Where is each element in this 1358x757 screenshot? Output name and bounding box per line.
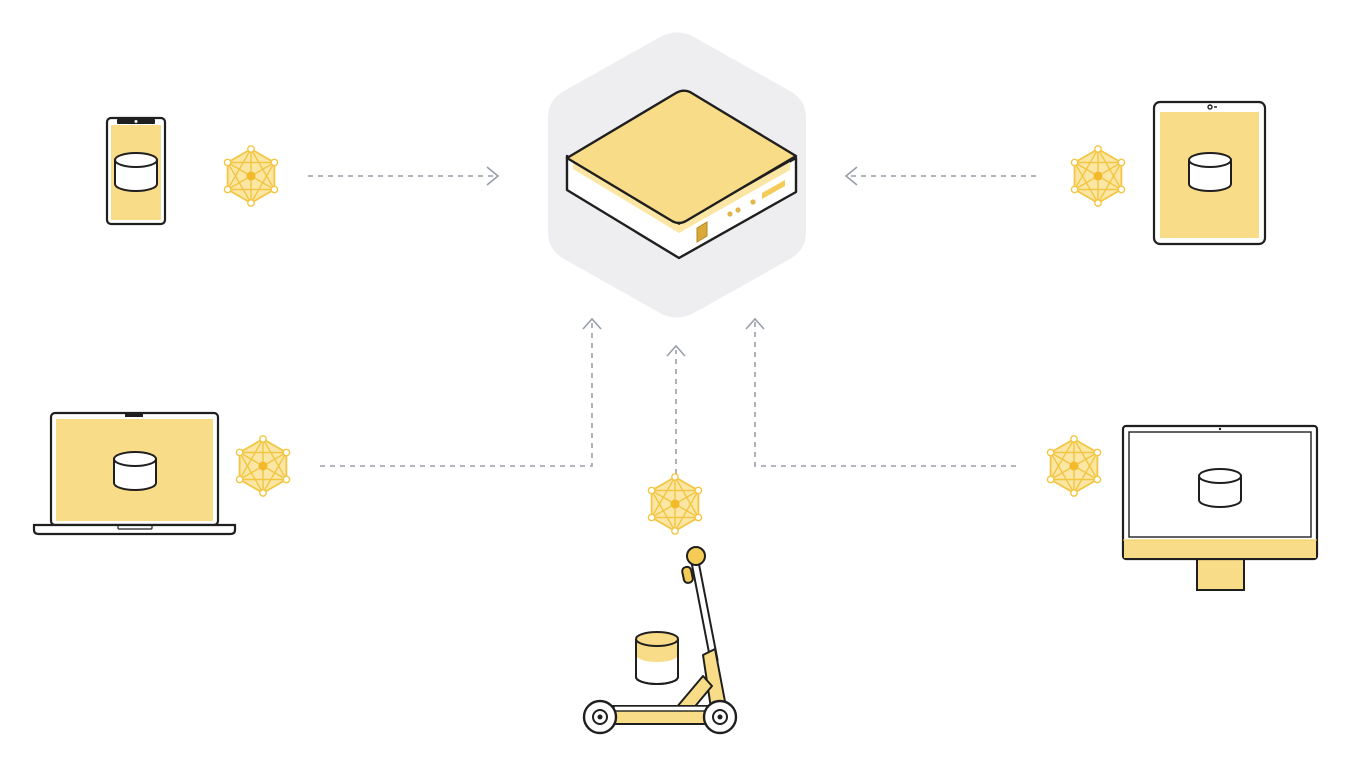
edge-server-hub bbox=[548, 32, 806, 318]
mesh-network-icon bbox=[647, 472, 703, 536]
mesh-network-icon bbox=[235, 434, 291, 498]
desktop-monitor-device bbox=[1121, 424, 1319, 591]
mesh-network-icon bbox=[1046, 434, 1102, 498]
connector-tablet-to-hub bbox=[844, 166, 1036, 186]
laptop-device bbox=[32, 411, 237, 536]
smartphone-device bbox=[105, 116, 167, 226]
mesh-network-icon bbox=[1070, 144, 1126, 208]
tablet-device bbox=[1152, 100, 1267, 246]
connector-scooter-to-hub bbox=[666, 344, 686, 474]
scooter-front-wheel bbox=[702, 699, 738, 735]
scooter-rear-wheel bbox=[582, 699, 618, 735]
connectors bbox=[308, 166, 1036, 474]
database-icon bbox=[1188, 152, 1232, 192]
edge-server-icon bbox=[565, 89, 798, 260]
mesh-network-icon bbox=[223, 144, 279, 208]
connector-laptop-to-hub bbox=[320, 317, 602, 467]
connector-phone-to-hub bbox=[308, 166, 500, 186]
database-icon bbox=[114, 152, 158, 192]
tablet-camera bbox=[1207, 104, 1213, 110]
monitor-stand bbox=[1196, 558, 1245, 591]
database-icon bbox=[113, 451, 157, 491]
database-icon bbox=[1198, 468, 1242, 508]
e-scooter-device bbox=[582, 546, 738, 735]
database-icon bbox=[635, 631, 679, 685]
connector-desktop-to-hub bbox=[745, 317, 1016, 467]
